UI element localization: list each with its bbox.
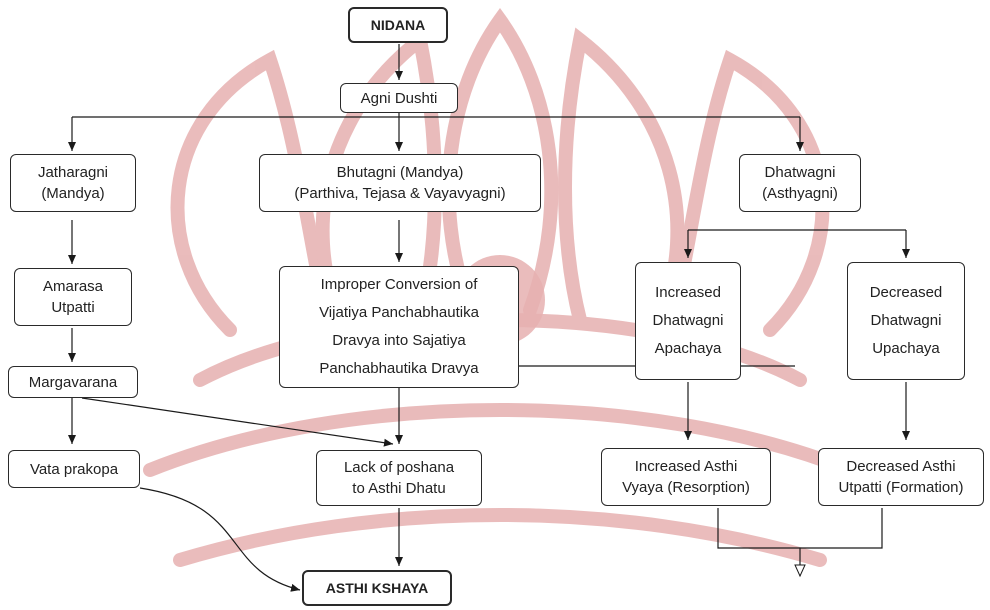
node-jatharagni-line2: (Mandya) (41, 185, 105, 202)
node-increased-dhatwagni-line2: Dhatwagni (652, 312, 724, 329)
node-amarasa-line2: Utpatti (51, 299, 95, 316)
node-asthi-kshaya-label: ASTHI KSHAYA (325, 579, 429, 596)
node-decreased-dhatwagni-line1: Decreased (869, 284, 943, 301)
node-dhatwagni-line1: Dhatwagni (764, 164, 836, 181)
node-agni-dushti: Agni Dushti (340, 83, 458, 113)
node-lack-line2: to Asthi Dhatu (352, 480, 446, 497)
node-decreased-dhatwagni-line3: Upachaya (872, 340, 940, 357)
node-jatharagni-line1: Jatharagni (37, 164, 109, 181)
arrow-margavarana-to-lack (81, 397, 394, 447)
node-nidana-label: NIDANA (370, 16, 426, 33)
lotus-petal-center-right (558, 27, 685, 327)
node-lack-of-poshana: Lack of poshana to Asthi Dhatu (316, 450, 482, 506)
node-amarasa-line1: Amarasa (42, 278, 104, 295)
node-vata-prakopa-label: Vata prakopa (29, 460, 119, 478)
node-jatharagni: Jatharagni (Mandya) (10, 154, 136, 212)
node-dhatwagni-line2: (Asthyagni) (762, 185, 838, 202)
node-improper-line3: Dravya into Sajatiya (332, 332, 466, 349)
curve-vata-to-kshaya (139, 487, 301, 592)
lotus-bottom-arc (173, 508, 827, 567)
node-bhutagni: Bhutagni (Mandya) (Parthiva, Tejasa & Va… (259, 154, 541, 212)
node-increased-dhatwagni-line1: Increased (655, 284, 721, 301)
merge-asthi-outputs (717, 508, 883, 549)
node-increased-asthi-line2: Vyaya (Resorption) (622, 479, 750, 496)
node-nidana: NIDANA (348, 7, 448, 43)
node-margavarana-label: Margavarana (28, 373, 118, 391)
node-improper-line1: Improper Conversion of (320, 276, 478, 293)
node-bhutagni-line1: Bhutagni (Mandya) (336, 164, 464, 181)
node-margavarana: Margavarana (8, 366, 138, 398)
node-amarasa: Amarasa Utpatti (14, 268, 132, 326)
node-decreased-asthi-line1: Decreased Asthi (846, 458, 956, 475)
node-increased-asthi: Increased Asthi Vyaya (Resorption) (601, 448, 771, 506)
node-increased-dhatwagni: Increased Dhatwagni Apachaya (635, 262, 741, 380)
node-decreased-dhatwagni: Decreased Dhatwagni Upachaya (847, 262, 965, 380)
node-improper-line4: Panchabhautika Dravya (319, 360, 479, 377)
node-increased-asthi-line1: Increased Asthi (634, 458, 738, 475)
node-bhutagni-line2: (Parthiva, Tejasa & Vayavyagni) (294, 185, 506, 202)
node-vata-prakopa: Vata prakopa (8, 450, 140, 488)
node-agni-dushti-label: Agni Dushti (360, 89, 438, 107)
lotus-petal-left (170, 49, 337, 337)
node-asthi-kshaya: ASTHI KSHAYA (302, 570, 452, 606)
node-improper-conversion: Improper Conversion of Vijatiya Panchabh… (279, 266, 519, 388)
lotus-lower-arc (143, 403, 857, 477)
node-improper-line2: Vijatiya Panchabhautika (319, 304, 479, 321)
node-lack-line1: Lack of poshana (343, 459, 455, 476)
node-increased-dhatwagni-line3: Apachaya (654, 340, 722, 357)
node-dhatwagni: Dhatwagni (Asthyagni) (739, 154, 861, 212)
node-decreased-dhatwagni-line2: Dhatwagni (870, 312, 942, 329)
node-decreased-asthi-line2: Utpatti (Formation) (838, 479, 964, 496)
node-decreased-asthi: Decreased Asthi Utpatti (Formation) (818, 448, 984, 506)
